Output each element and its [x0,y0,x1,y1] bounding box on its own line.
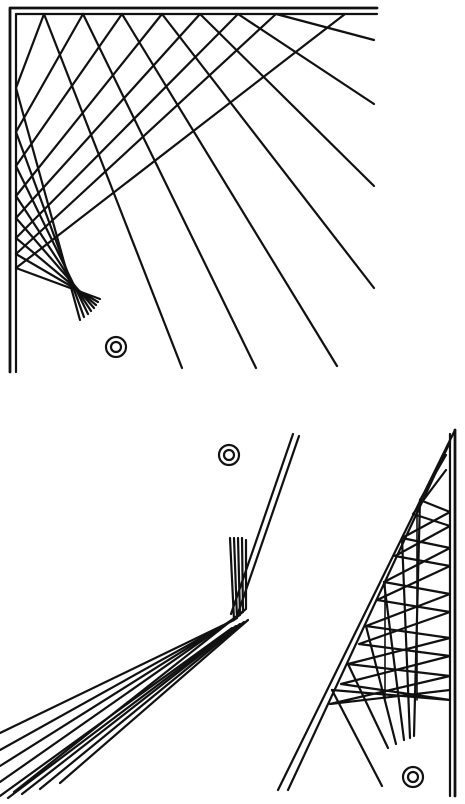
bundle-line [0,626,234,798]
fan-line [14,194,93,313]
focus-line [412,498,422,738]
fan-line [14,12,240,240]
focus-line [346,662,390,750]
fan-line [14,12,202,220]
zigzag-rays [328,453,452,706]
ray-line [160,12,376,290]
bundle-line [58,618,250,785]
fan-line [14,12,85,134]
reflector-surface [229,432,301,618]
bottom-left-panel [0,432,301,800]
top-panel [8,6,379,374]
bundle-line [0,536,236,735]
bundle-line [0,536,245,784]
focus-line [382,580,406,742]
zigzag-line [328,453,452,706]
fan-line [14,12,164,198]
frame-diagonal-inner [286,440,452,792]
ray-line [81,12,258,370]
top-fan-rays [14,12,347,322]
bundle-line [6,624,238,800]
surface-line [235,434,301,618]
bundle-line [12,538,248,794]
focus-line [330,688,384,788]
frame-outer-line [8,6,379,374]
ray-line [120,12,339,368]
target-marker [401,765,425,789]
bundle-line [20,622,242,796]
focus-line [364,624,398,746]
ray-line [42,12,184,370]
surface-line [229,432,295,616]
ray-line [236,12,376,106]
fan-line [14,12,278,256]
bottom-right-panel [276,428,457,798]
fan-line [14,12,124,168]
ray-bundle [0,536,250,800]
target-marker [217,443,241,467]
target-marker [104,335,128,359]
bundle-line [38,620,246,791]
fan-line [14,12,46,90]
focus-rays [330,498,422,788]
fan-line [14,12,347,270]
frame-inner-line [14,12,379,374]
ray-line [198,12,376,188]
top-long-rays [42,12,376,370]
ray-line [274,12,376,42]
fan-line [14,266,102,301]
focus-line [400,536,412,740]
